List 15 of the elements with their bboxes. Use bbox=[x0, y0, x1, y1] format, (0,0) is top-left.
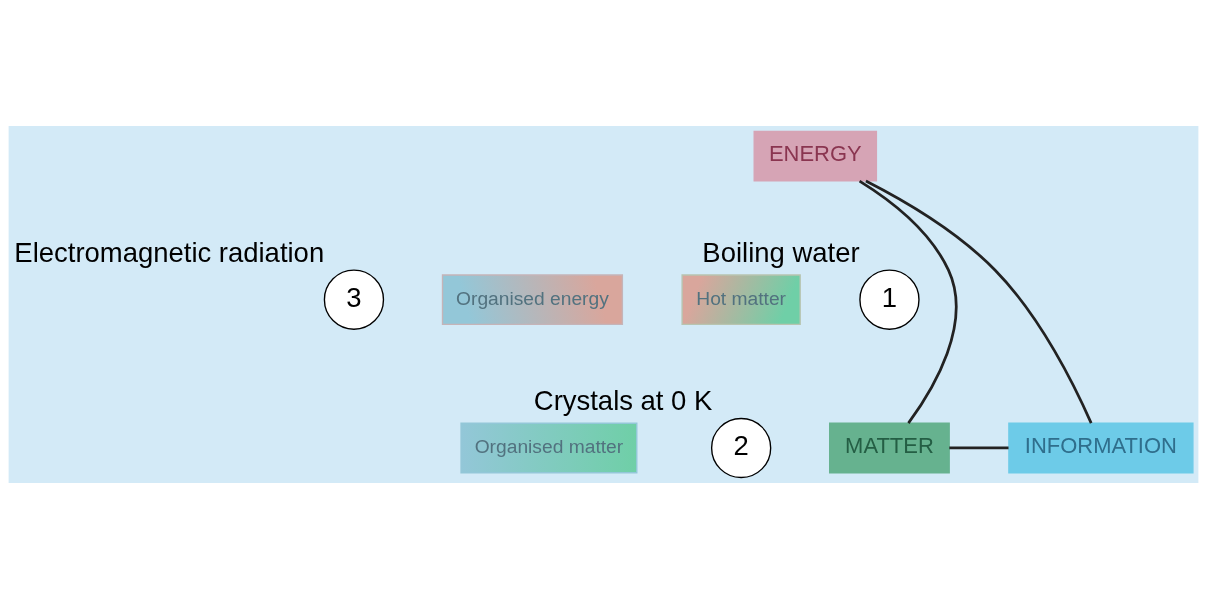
node-label: Crystals at 0 K bbox=[533, 385, 713, 417]
connector bbox=[949, 446, 1009, 450]
node-box: MATTER bbox=[829, 422, 950, 474]
node-label: Boiling water bbox=[702, 236, 860, 268]
node-box: ENERGY bbox=[753, 130, 878, 182]
node-box: Hot matter bbox=[681, 274, 801, 326]
node-box: INFORMATION bbox=[1008, 422, 1194, 474]
node-box: Organised energy bbox=[441, 274, 624, 326]
node-circle: 1 bbox=[859, 269, 920, 330]
connector bbox=[858, 179, 958, 424]
node-circle: 3 bbox=[323, 269, 385, 330]
node-circle: 2 bbox=[710, 417, 772, 479]
connector bbox=[865, 179, 1093, 424]
node-label: Electromagnetic radiation bbox=[14, 236, 325, 268]
node-box: Organised matter bbox=[460, 422, 638, 474]
